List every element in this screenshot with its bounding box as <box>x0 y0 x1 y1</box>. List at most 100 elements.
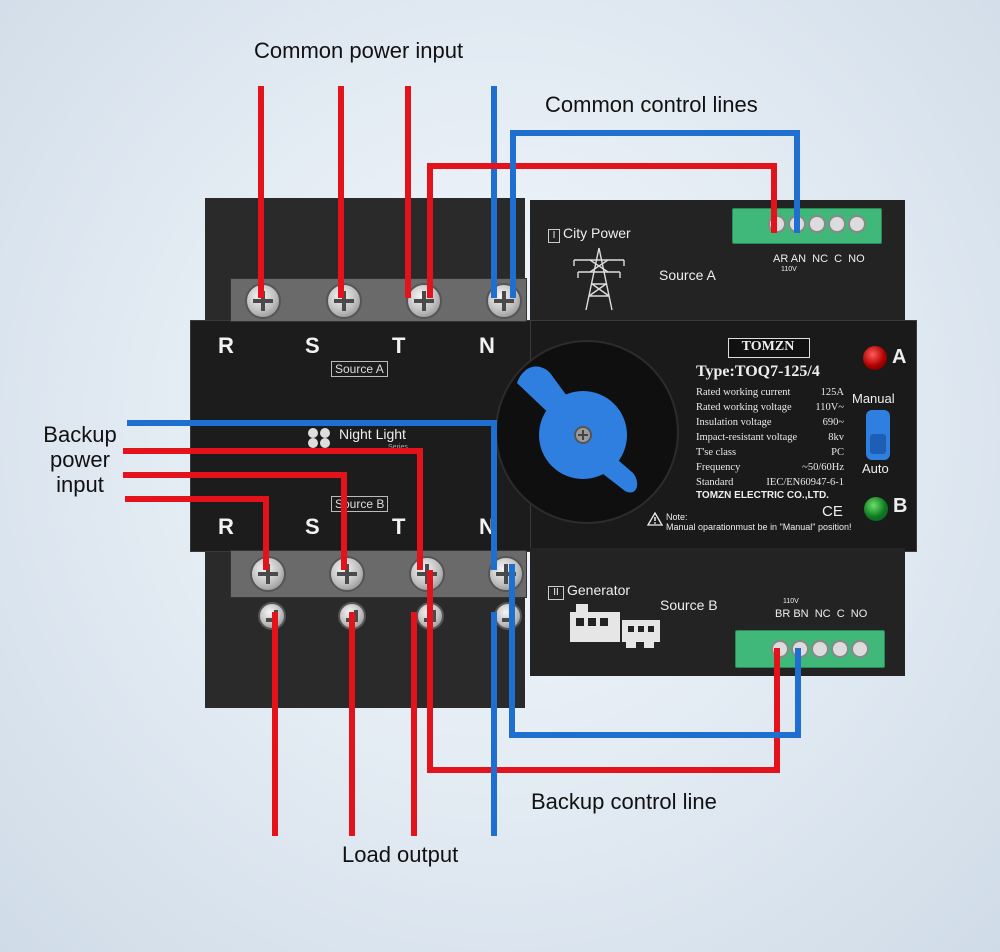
spec-value: 110V~ <box>815 402 844 413</box>
screw-icon[interactable] <box>326 283 362 319</box>
screw-icon[interactable] <box>329 556 365 592</box>
backup-control-wire-blue <box>509 732 801 738</box>
backup-control-wire-blue <box>795 648 801 738</box>
indicator-b-light <box>864 497 888 521</box>
warning-icon <box>647 512 663 526</box>
spec-key: T'se class <box>696 447 737 458</box>
spec-key: Standard <box>696 477 734 488</box>
load-output-wire-n <box>491 612 497 836</box>
common-input-wire-r <box>258 86 264 298</box>
terminal-n-top: N <box>479 333 495 358</box>
spec-value: 125A <box>820 387 844 398</box>
terminal-n-bottom: N <box>479 514 495 539</box>
manual-label: Manual <box>852 391 895 406</box>
indicator-a-light <box>863 346 887 370</box>
connector-screw-icon[interactable] <box>811 640 829 658</box>
terminal-t-top: T <box>392 333 406 358</box>
city-power-terminals: AR AN NC C NO <box>773 253 865 265</box>
connector-screw-icon[interactable] <box>828 215 846 233</box>
generator-terminals: BR BN NC C NO <box>775 608 868 620</box>
night-light-label: Night Light <box>339 426 406 442</box>
backup-input-wire-n <box>127 420 497 426</box>
common-control-wire-red <box>427 163 777 169</box>
ce-mark: CE <box>822 503 843 520</box>
model-type: Type:TOQ7-125/4 <box>696 363 820 380</box>
screw-icon[interactable] <box>406 283 442 319</box>
left-main-panel <box>190 320 537 552</box>
common-input-wire-s <box>338 86 344 298</box>
backup-control-wire-red <box>774 648 780 773</box>
common-control-lines-label: Common control lines <box>545 92 758 117</box>
terminal-r-top: R <box>218 333 234 358</box>
terminal-s-bottom: S <box>305 514 320 539</box>
common-control-wire-blue <box>510 130 516 298</box>
backup-control-wire-red <box>427 767 780 773</box>
night-light-logo-icon <box>308 428 330 448</box>
common-input-wire-t <box>405 86 411 298</box>
spec-value: ~50/60Hz <box>802 462 844 473</box>
night-light-series: Series <box>388 444 408 451</box>
spec-key: Insulation voltage <box>696 417 772 428</box>
generator-voltage: 110V <box>783 598 799 605</box>
backup-input-wire-t <box>417 448 423 570</box>
backup-control-line-label: Backup control line <box>531 789 717 814</box>
toggle-knob <box>870 434 886 454</box>
source-b-label: Source B <box>660 597 718 613</box>
spec-value: IEC/EN60947-6-1 <box>766 477 844 488</box>
load-output-wire-t <box>411 612 417 836</box>
terminal-t-bottom: T <box>392 514 406 539</box>
load-output-label: Load output <box>342 842 459 867</box>
note-text: Manual oparationmust be in "Manual" posi… <box>666 522 852 532</box>
backup-input-wire-t <box>123 448 423 454</box>
backup-power-input-label: Backup power input <box>43 422 117 497</box>
spec-value: PC <box>831 447 844 458</box>
indicator-a-label: A <box>892 346 907 368</box>
backup-input-wire-n <box>491 420 497 570</box>
indicator-b-label: B <box>893 495 908 517</box>
common-power-input-label: Common power input <box>254 38 464 63</box>
spec-value: 690~ <box>822 417 844 428</box>
generator-icon <box>570 604 660 648</box>
power-tower-icon <box>573 247 625 311</box>
rotary-selector-knob[interactable] <box>505 355 665 505</box>
switch-i-icon: I <box>548 229 560 243</box>
screw-icon[interactable] <box>250 556 286 592</box>
load-output-wire-r <box>272 612 278 836</box>
spec-key: Frequency <box>696 462 741 473</box>
common-control-wire-red <box>427 163 433 298</box>
common-control-wire-red <box>771 163 777 233</box>
source-a-tag: Source A <box>331 361 388 377</box>
auto-label: Auto <box>862 461 889 476</box>
load-output-wire-s <box>349 612 355 836</box>
screw-icon[interactable] <box>494 602 522 630</box>
connector-screw-icon[interactable] <box>808 215 826 233</box>
backup-input-wire-s <box>341 472 347 570</box>
brand-badge <box>728 338 810 358</box>
backup-input-wire-s <box>123 472 347 478</box>
connector-screw-icon[interactable] <box>851 640 869 658</box>
common-control-wire-blue <box>510 130 800 136</box>
spec-key: Impact-resistant voltage <box>696 432 798 443</box>
source-b-tag: Source B <box>331 496 389 512</box>
spec-key: Rated working current <box>696 387 791 398</box>
note-title: Note: <box>666 512 688 522</box>
city-power-voltage: 110V <box>781 266 797 273</box>
common-control-wire-blue <box>794 130 800 233</box>
manual-auto-toggle[interactable] <box>866 410 890 460</box>
backup-control-wire-red <box>427 570 433 773</box>
connector-screw-icon[interactable] <box>831 640 849 658</box>
terminal-s-top: S <box>305 333 320 358</box>
backup-control-wire-blue <box>509 564 515 738</box>
backup-input-wire-r <box>125 496 269 502</box>
terminal-r-bottom: R <box>218 514 234 539</box>
company-name: TOMZN ELECTRIC CO.,LTD. <box>696 490 829 501</box>
switch-ii-icon: II <box>548 586 564 600</box>
backup-input-wire-r <box>263 496 269 570</box>
spec-key: Rated working voltage <box>696 402 792 413</box>
brand-name: TOMZN <box>741 339 795 354</box>
spec-value: 8kv <box>828 432 844 443</box>
connector-screw-icon[interactable] <box>848 215 866 233</box>
common-input-wire-n <box>491 86 497 298</box>
